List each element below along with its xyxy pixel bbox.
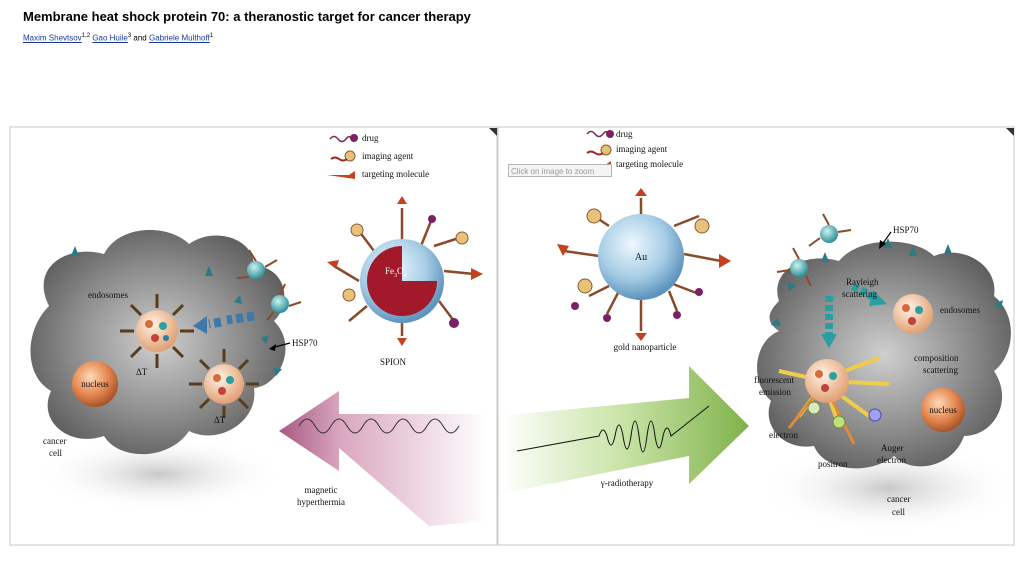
figure-image[interactable]: endosomes ΔT ΔT nucleus cancer cell [9,126,1019,546]
label-au: Au [635,252,647,263]
label-delta-t: ΔT [214,415,226,425]
label-composition-scattering: scattering [923,365,958,375]
label-fluorescent: fluorescent [754,375,794,385]
label-hsp70-right: HSP70 [893,225,919,235]
spion-nanoparticle [327,196,483,346]
author-link-multhoff[interactable]: Gabriele Multhoff [148,33,210,43]
legend-drug: drug [362,133,379,143]
label-radiotherapy: γ-radiotherapy [600,478,654,488]
targeted-nanoparticle [776,213,852,287]
label-composition: composition [914,353,959,363]
label-hsp70-left: HSP70 [292,338,318,348]
endosome-particle [893,294,933,334]
label-hyperthermia: hyperthermia [297,497,345,507]
label-auger: Auger [881,443,904,453]
label-cancer-right: cancer [887,494,910,504]
endosome-particle [189,349,259,418]
label-rayleigh: Rayleigh [846,277,879,287]
emitting-nanoparticle [778,356,890,445]
uptake-arrowhead-icon [193,316,207,334]
author-link-shevtsov[interactable]: Maxim Shevtsov [23,33,82,43]
author-list: Maxim Shevtsov1,2 Gao Huile3 and Gabriel… [23,33,213,43]
legend-imaging-agent: imaging agent [362,151,414,161]
label-spion: SPION [380,357,407,367]
field-wave [298,418,460,434]
label-delta-t: ΔT [136,367,148,377]
hsp70-receptors [71,246,282,376]
gold-nanoparticle [557,188,731,341]
label-gold-nanoparticle: gold nanoparticle [614,342,677,352]
uptake-arrowhead-icon [869,290,887,306]
label-auger-electron: electron [877,455,906,465]
pointer-arrowhead-icon [269,344,276,351]
gamma-wave [516,405,710,453]
author-affiliation: 1 [209,33,214,39]
legend-targeting-molecule: targeting molecule [362,169,429,179]
author-link-huile[interactable]: Gao Huile [92,33,128,43]
label-cancer-left: cancer [43,436,66,446]
label-spion-core: Fe3O4 [385,266,407,279]
label-magnetic: magnetic [305,485,338,495]
magnetic-hyperthermia-arrow [279,391,487,526]
legend-targeting-molecule-right: targeting molecule [616,159,683,169]
corner-mark-icon [489,128,497,136]
author-affiliation: 3 [127,33,132,39]
targeted-nanoparticle [236,249,302,321]
pointer-arrowhead-icon [879,240,886,249]
label-rayleigh-scattering: scattering [842,289,877,299]
legend-drug-right: drug [616,129,633,139]
label-cell-right: cell [892,507,905,517]
author-affiliation: 1,2 [81,33,91,39]
label-cell-left: cell [49,448,62,458]
label-nucleus-left: nucleus [81,379,109,389]
label-fluorescent-emission: emission [759,387,792,397]
author-separator: and [131,33,149,43]
endosome-particle [120,294,194,368]
radiotherapy-arrow [499,366,749,494]
label-nucleus-right: nucleus [929,405,957,415]
legend-imaging-agent-right: imaging agent [616,144,668,154]
uptake-arrowhead-icon [821,334,837,348]
legend-left [327,134,358,179]
zoom-tooltip: Click on image to zoom [508,164,612,177]
nucleus-left [72,361,118,407]
label-endosomes-right: endosomes [940,305,980,315]
corner-mark-icon [1006,128,1014,136]
label-positron: positron [818,459,848,469]
uptake-arrow [851,282,877,302]
uptake-arrow [208,311,255,329]
cell-shadow [759,442,1019,534]
nucleus-right [921,388,965,432]
label-endosomes-left: endosomes [88,290,128,300]
label-electron: electron [769,430,798,440]
article-title: Membrane heat shock protein 70: a theran… [23,9,471,24]
cell-shadow [34,436,284,512]
hsp70-receptors [771,238,1003,326]
